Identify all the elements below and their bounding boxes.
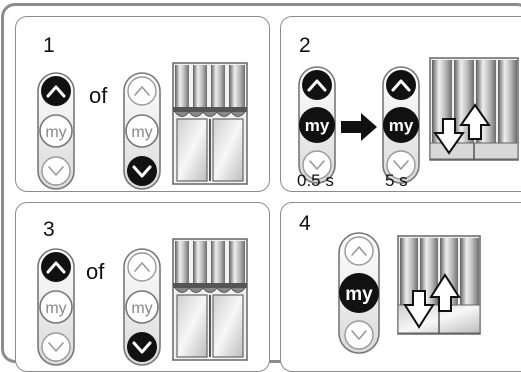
down-button[interactable] — [386, 150, 416, 180]
arrow-down-icon — [403, 290, 435, 329]
remote-control-my-pressed: my — [338, 232, 380, 354]
my-button[interactable]: my — [383, 107, 419, 143]
my-button[interactable]: my — [39, 290, 73, 324]
chevron-up-icon — [351, 246, 367, 256]
chevron-down-icon — [48, 342, 64, 352]
down-button[interactable] — [127, 332, 157, 362]
my-label: my — [305, 116, 330, 135]
connector-or: of — [89, 83, 108, 108]
remote-control-second: my — [382, 66, 420, 184]
awning-window-illustration — [172, 238, 248, 361]
connector-or: of — [86, 259, 105, 284]
panel-step-2: 2 my — [280, 16, 521, 192]
chevron-up-icon — [134, 86, 150, 96]
remote-control-down-pressed: my — [123, 248, 161, 366]
chevron-down-icon — [393, 160, 409, 170]
my-button[interactable]: my — [39, 114, 73, 148]
step-number: 2 — [299, 34, 311, 57]
duration-label-first: 0.5 s — [297, 171, 334, 190]
up-button[interactable] — [41, 252, 71, 282]
chevron-down-icon — [48, 166, 64, 176]
remote-control-up-pressed: my — [37, 248, 75, 366]
chevron-up-icon — [391, 79, 411, 92]
my-button[interactable]: my — [339, 273, 379, 313]
chevron-down-icon — [132, 165, 152, 178]
awning-window-illustration — [172, 62, 248, 185]
my-label: my — [131, 124, 152, 141]
instruction-frame: 1 my of — [1, 3, 521, 372]
my-label: my — [45, 300, 66, 317]
up-button[interactable] — [344, 236, 374, 266]
chevron-up-icon — [307, 79, 327, 92]
arrow-right-icon — [341, 113, 377, 141]
chevron-up-icon — [46, 261, 66, 274]
up-button[interactable] — [127, 76, 157, 106]
my-button[interactable]: my — [125, 290, 159, 324]
up-button[interactable] — [127, 252, 157, 282]
remote-control-up-pressed: my — [37, 72, 75, 190]
down-button[interactable] — [41, 332, 71, 362]
down-button[interactable] — [41, 156, 71, 186]
duration-label-second: 5 s — [385, 171, 408, 190]
blind-window-illustration — [397, 235, 481, 335]
step-number: 3 — [43, 218, 55, 241]
my-button[interactable]: my — [299, 107, 335, 143]
step-number: 1 — [43, 34, 55, 57]
my-label: my — [131, 300, 152, 317]
panel-step-1: 1 my of — [15, 16, 270, 192]
panel-step-3: 3 my of my — [15, 202, 270, 372]
chevron-down-icon — [351, 330, 367, 340]
up-button[interactable] — [41, 76, 71, 106]
arrow-up-icon — [429, 273, 461, 312]
down-button[interactable] — [127, 156, 157, 186]
my-label: my — [345, 284, 373, 305]
blind-window-illustration — [429, 57, 519, 161]
up-button[interactable] — [302, 70, 332, 100]
arrow-up-icon — [459, 103, 491, 140]
my-label: my — [389, 116, 414, 135]
my-button[interactable]: my — [125, 114, 159, 148]
chevron-up-icon — [46, 85, 66, 98]
down-button[interactable] — [344, 320, 374, 350]
up-button[interactable] — [386, 70, 416, 100]
down-button[interactable] — [302, 150, 332, 180]
chevron-down-icon — [132, 341, 152, 354]
my-label: my — [45, 124, 66, 141]
arrow-down-icon — [433, 118, 465, 155]
chevron-up-icon — [134, 262, 150, 272]
remote-control-first: my — [298, 66, 336, 184]
remote-control-down-pressed: my — [123, 72, 161, 190]
panel-step-4: 4 my — [280, 202, 521, 372]
chevron-down-icon — [309, 160, 325, 170]
step-number: 4 — [299, 212, 311, 235]
